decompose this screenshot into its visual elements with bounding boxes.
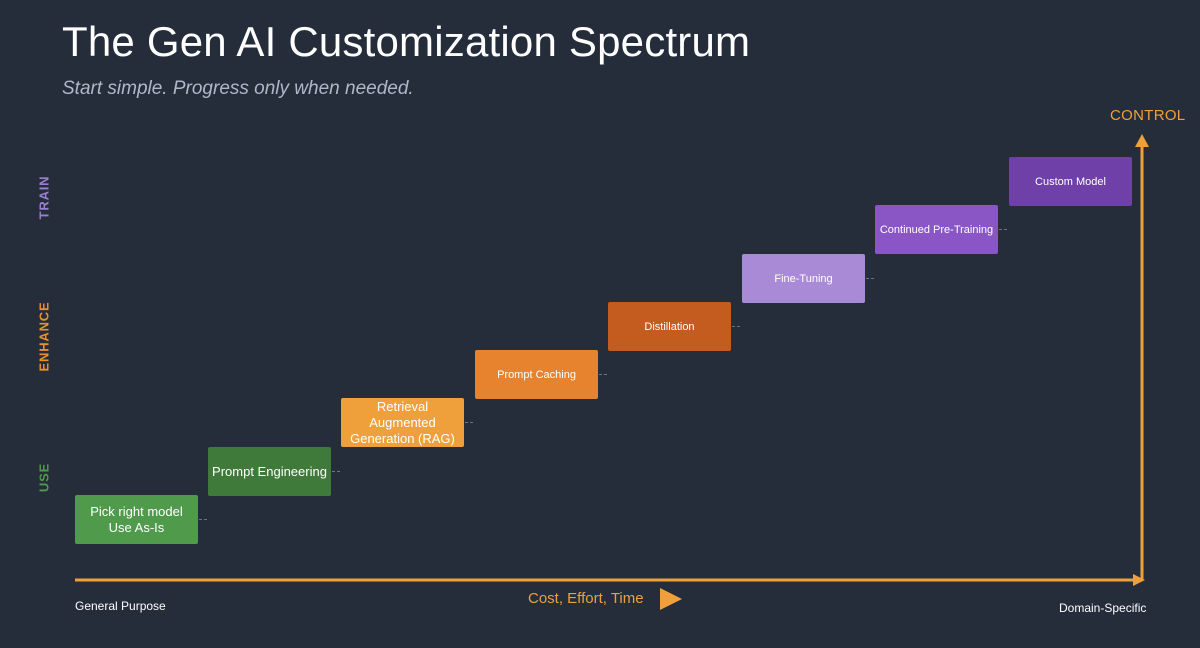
domain-specific-label: Domain-Specific <box>1059 601 1147 615</box>
general-purpose-label: General Purpose <box>75 599 166 613</box>
connector <box>999 229 1007 230</box>
step-label: Prompt Caching <box>497 368 576 381</box>
page-subtitle: Start simple. Progress only when needed. <box>62 78 414 99</box>
step-label: Continued Pre-Training <box>879 223 994 236</box>
connector <box>866 278 874 279</box>
step-fine-tuning: Fine-Tuning <box>742 254 865 303</box>
x-axis-arrowhead <box>1133 574 1145 586</box>
step-rag: Retrieval Augmented Generation (RAG) <box>341 398 464 447</box>
step-prompt-engineering: Prompt Engineering <box>208 447 331 496</box>
connector <box>599 374 607 375</box>
step-label: Distillation <box>644 320 695 333</box>
step-label: Fine-Tuning <box>774 272 833 285</box>
page-title: The Gen AI Customization Spectrum <box>62 18 751 65</box>
control-axis-label: CONTROL <box>1110 107 1186 124</box>
step-pick-model: Pick right model Use As-Is <box>75 495 198 544</box>
step-label: Pick right model Use As-Is <box>90 503 183 535</box>
connector <box>199 519 207 520</box>
step-label: Prompt Engineering <box>212 463 327 479</box>
step-label: Retrieval Augmented Generation (RAG) <box>350 398 455 446</box>
step-custom-model: Custom Model <box>1009 157 1132 206</box>
connector <box>465 422 473 423</box>
step-label: Custom Model <box>1035 175 1106 188</box>
cost-arrow-icon <box>660 588 682 610</box>
cost-axis-label: Cost, Effort, Time <box>528 590 644 607</box>
step-continued-pre-training: Continued Pre-Training <box>875 205 998 254</box>
step-prompt-caching: Prompt Caching <box>475 350 598 399</box>
y-axis-arrowhead <box>1135 134 1149 147</box>
connector <box>732 326 740 327</box>
connector <box>332 471 340 472</box>
step-distillation: Distillation <box>608 302 731 351</box>
